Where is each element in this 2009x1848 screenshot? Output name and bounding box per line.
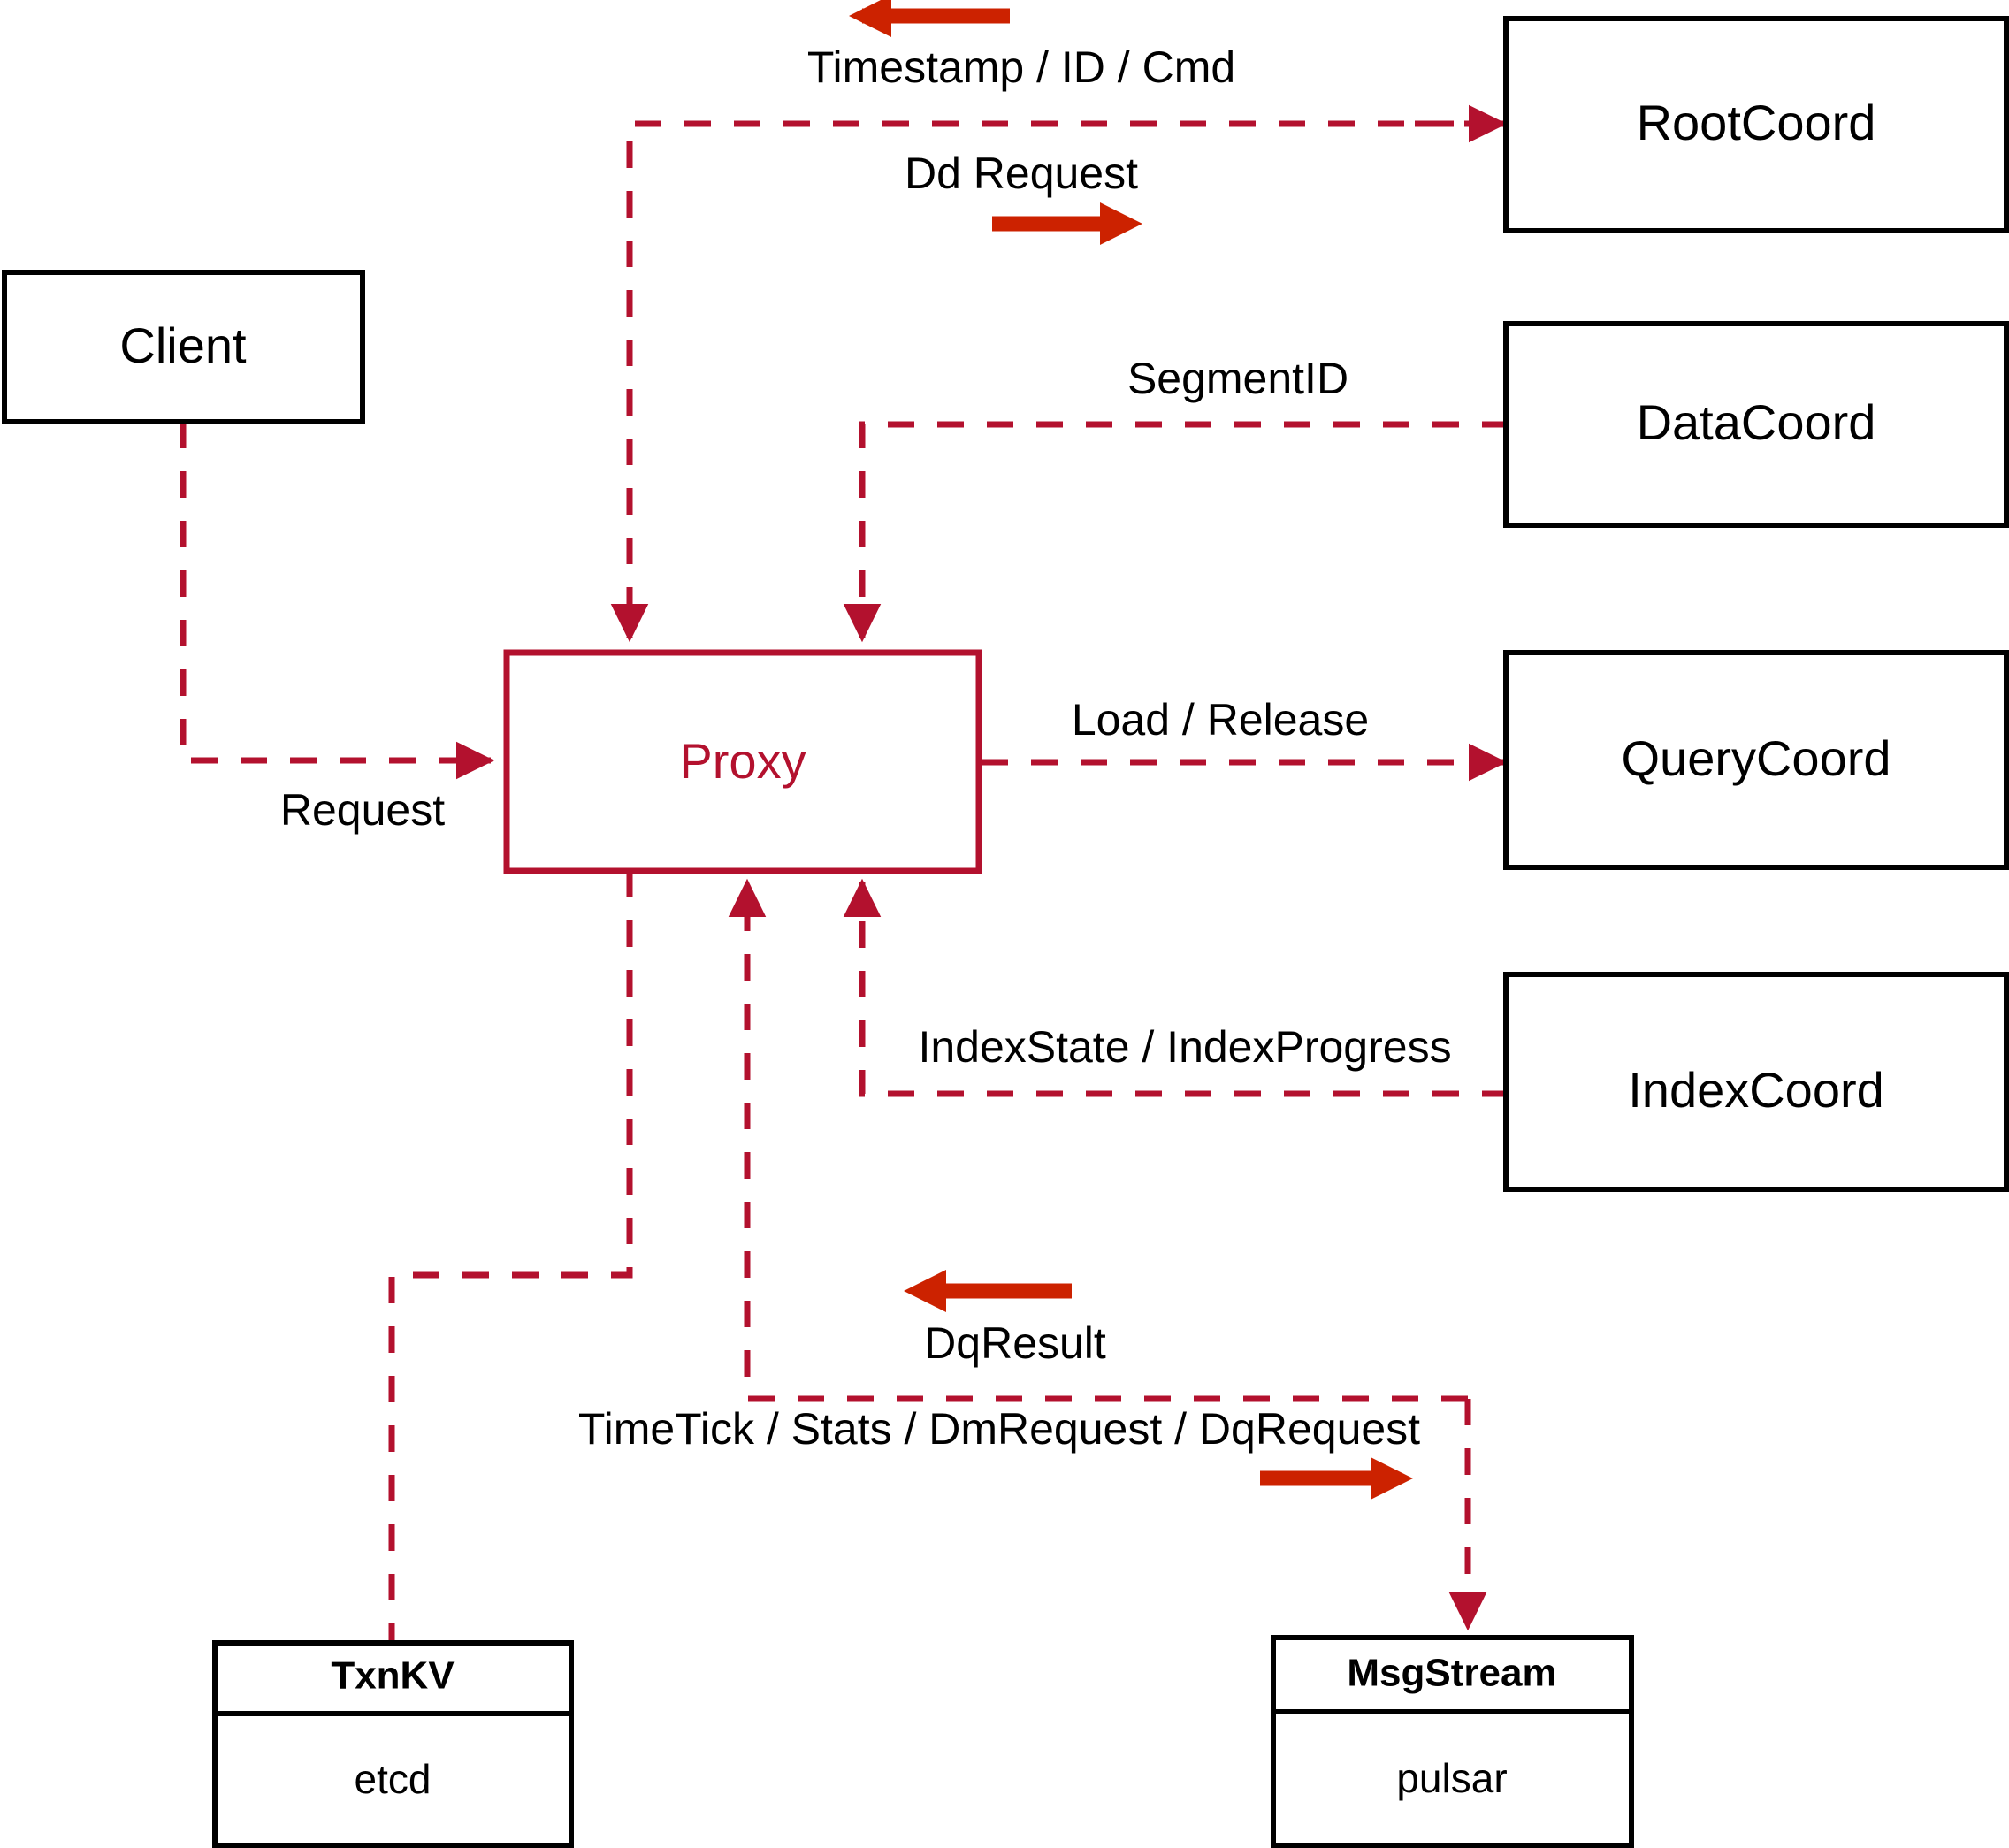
node-query-coord[interactable]: QueryCoord: [1503, 650, 2009, 870]
edge-label-text-ddrequest: Dd Request: [905, 149, 1138, 198]
node-index-coord-label: IndexCoord: [1628, 1062, 1884, 1118]
edge-label-rootcoord-timestamp: Timestamp / ID / Cmd: [807, 0, 1235, 92]
edge-label-text-timestamp: Timestamp / ID / Cmd: [807, 42, 1235, 92]
edge-label-msgstream-timetick: TimeTick / Stats / DmRequest / DqRequest: [578, 1404, 1420, 1500]
edge-label-text-load: Load / Release: [1072, 695, 1369, 745]
edge-label-text-timetick: TimeTick / Stats / DmRequest / DqRequest: [578, 1404, 1420, 1454]
edge-label-indexcoord-state: IndexState / IndexProgress: [918, 1022, 1451, 1072]
node-index-coord[interactable]: IndexCoord: [1503, 972, 2009, 1192]
node-txn-kv-label: TxnKV: [331, 1654, 455, 1698]
edge-label-text-indexstate: IndexState / IndexProgress: [918, 1022, 1451, 1072]
edge-label-text-segmentid: SegmentID: [1127, 354, 1348, 403]
edge-msgstream-dqresult: [728, 878, 1468, 1402]
node-root-coord[interactable]: RootCoord: [1503, 16, 2009, 233]
edge-label-datacoord-segmentid: SegmentID: [1127, 354, 1348, 403]
edge-datacoord-segmentid: [843, 421, 1509, 643]
node-proxy-label: Proxy: [679, 733, 806, 789]
node-txn-kv[interactable]: TxnKV etcd: [212, 1640, 574, 1848]
edge-label-client-request: Request: [280, 785, 445, 835]
node-data-coord[interactable]: DataCoord: [1503, 321, 2009, 528]
edge-client-request: [180, 422, 495, 780]
node-msg-stream-label: MsgStream: [1347, 1652, 1556, 1695]
edge-label-text-dqresult: DqResult: [924, 1318, 1106, 1368]
edge-txnkv-link: [388, 871, 633, 1643]
node-client[interactable]: Client: [2, 270, 365, 424]
edge-label-msgstream-dqresult: DqResult: [904, 1270, 1106, 1368]
edge-label-querycoord-load: Load / Release: [1072, 695, 1369, 745]
node-root-coord-label: RootCoord: [1637, 95, 1876, 150]
edge-indexcoord-state: [843, 878, 1509, 1097]
edge-rootcoord-timestamp: [610, 120, 1503, 643]
node-msg-stream[interactable]: MsgStream pulsar: [1271, 1635, 1634, 1848]
node-proxy[interactable]: Proxy: [503, 649, 982, 874]
node-client-label: Client: [119, 317, 247, 373]
node-txn-kv-impl: etcd: [355, 1756, 432, 1802]
node-data-coord-label: DataCoord: [1637, 394, 1876, 450]
edge-label-rootcoord-ddrequest: Dd Request: [905, 149, 1142, 245]
edge-label-text-request: Request: [280, 785, 445, 835]
node-msg-stream-impl: pulsar: [1396, 1755, 1507, 1801]
node-query-coord-label: QueryCoord: [1621, 730, 1891, 786]
